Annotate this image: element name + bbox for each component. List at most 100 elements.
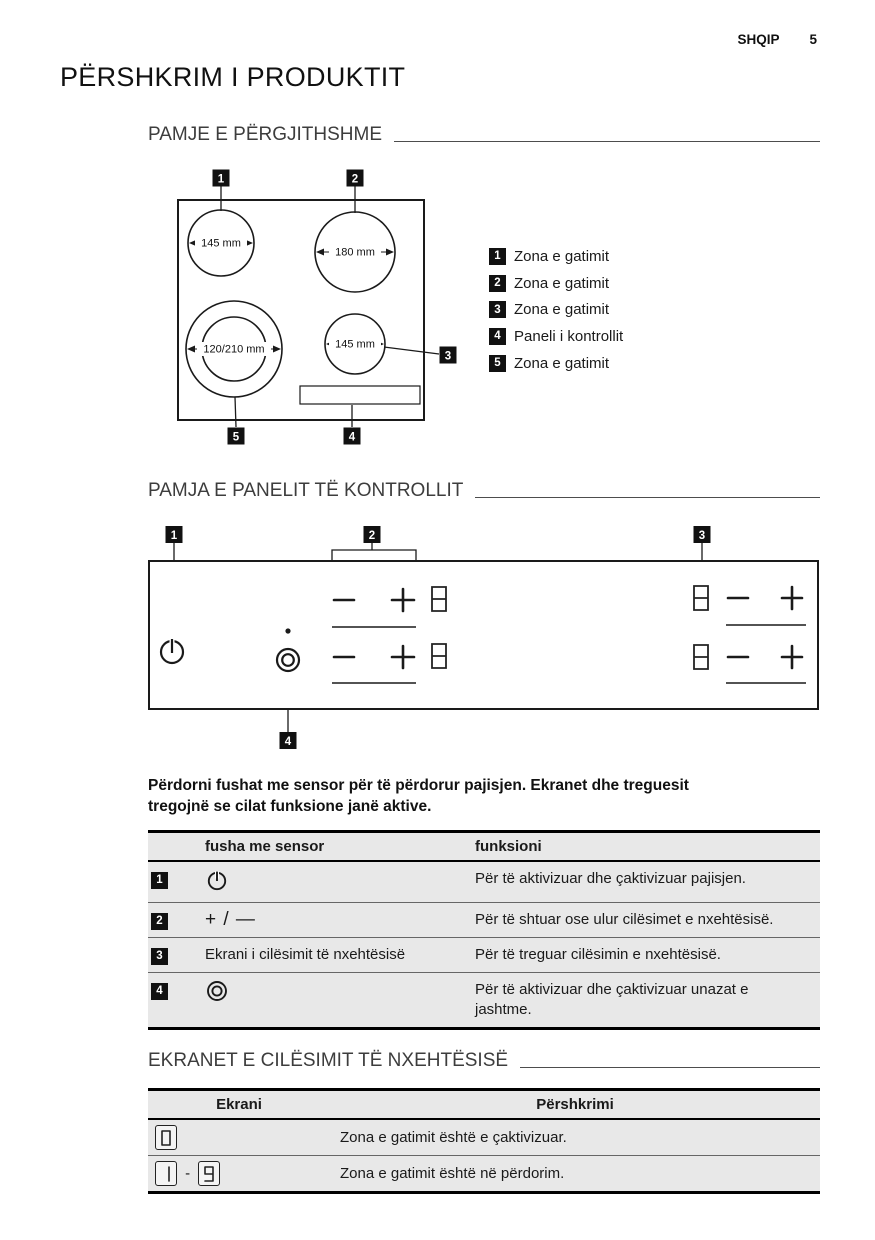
seven-seg-display [431,586,447,612]
dim-label: 145 mm [335,339,375,351]
svg-text:2: 2 [369,530,375,542]
callout-4: 4 [343,405,361,445]
callout-3: 3 [383,346,457,364]
overview-legend: 1 Zona e gatimit 2 Zona e gatimit 3 Zona… [489,243,623,376]
panel-callout-3: 3 [693,526,711,561]
sensor-table: fusha me sensor funksioni 1 Për të aktiv… [148,830,820,1030]
heading-rule [394,141,820,142]
plus-button[interactable] [780,585,804,611]
svg-text:4: 4 [285,736,292,748]
page-header: SHQIP 5 [737,32,817,47]
section-title: PAMJA E PANELIT TË KONTROLLIT [148,480,464,501]
legend-item-5: 5 Zona e gatimit [489,350,623,377]
legend-label: Paneli i kontrollit [514,327,624,345]
seven-seg-display-0 [155,1125,177,1150]
range-separator: - [185,1165,191,1182]
legend-label: Zona e gatimit [514,354,610,372]
plus-button[interactable] [780,644,804,670]
display-description: Zona e gatimit është në përdorim. [330,1155,820,1193]
legend-label: Zona e gatimit [514,274,610,292]
legend-label: Zona e gatimit [514,247,610,265]
legend-badge: 4 [489,327,506,345]
row-badge: 1 [151,871,168,889]
intro-paragraph: Përdorni fushat me sensor për të përdoru… [148,777,689,815]
language-label: SHQIP [737,32,780,47]
legend-badge: 1 [489,247,506,265]
seven-seg-display [431,643,447,669]
display-table-header-row: Ekrani Përshkrimi [148,1089,820,1120]
display-table: Ekrani Përshkrimi Zona e gatimit është e… [148,1088,820,1194]
panel-outline [148,560,819,710]
legend-badge: 2 [489,274,506,292]
section-title: EKRANET E CILËSIMIT TË NXEHTËSISË [148,1050,509,1071]
seven-seg-display-1 [155,1161,177,1186]
panel-callout-1: 1 [165,526,183,561]
dim-top-left: 145 mm [189,236,253,250]
svg-text:3: 3 [445,351,451,363]
seven-seg-display [693,644,709,670]
display-description: Zona e gatimit është e çaktivizuar. [330,1119,820,1156]
svg-text:4: 4 [349,432,356,444]
section-title: PAMJE E PËRGJITHSHME [148,124,383,145]
function-text: Për të aktivizuar dhe çaktivizuar pajisj… [475,861,820,903]
seven-seg-display-9 [198,1161,221,1186]
legend-item-4: 4 Paneli i kontrollit [489,323,623,350]
empty-header-cell [148,831,205,862]
indicator-dot [285,628,291,634]
zone-bottom-left-outer [185,300,283,398]
dim-bottom-left: 120/210 mm [187,342,281,356]
panel-callout-4: 4 [279,710,297,749]
heading-rule [475,497,820,498]
sensor-row-3: 3 Ekrani i cilësimit të nxehtësisë Për t… [148,937,820,973]
svg-text:3: 3 [699,530,705,542]
heading-rule [520,1067,820,1068]
legend-item-3: 3 Zona e gatimit [489,296,623,323]
dim-label: 145 mm [201,238,241,250]
plus-button[interactable] [390,644,416,670]
dim-label: 120/210 mm [203,344,264,356]
col-header-function: funksioni [475,831,820,862]
sensor-row-1: 1 Për të aktivizuar dhe çaktivizuar paji… [148,861,820,903]
function-text: Për të aktivizuar dhe çaktivizuar unazat… [475,972,820,1029]
page-number: 5 [809,32,817,47]
section-panel-heading: PAMJA E PANELIT TË KONTROLLIT [148,480,820,502]
plus-minus-label: + / — [205,909,256,930]
legend-item-2: 2 Zona e gatimit [489,270,623,297]
function-text: Për të treguar cilësimin e nxehtësisë. [475,937,820,973]
sensor-row-4: 4 Për të aktivizuar dhe çaktivizuar unaz… [148,972,820,1029]
function-text: Për të shtuar ose ulur cilësimet e nxeht… [475,902,820,938]
col-header-display: Ekrani [148,1089,330,1120]
power-icon[interactable] [159,638,185,665]
page-title: PËRSHKRIM I PRODUKTIT [60,62,406,92]
seven-seg-display [693,585,709,611]
dim-label: 180 mm [335,247,375,259]
display-row-2: - Zona e gatimit është në përdorim. [148,1155,820,1193]
section-overview-heading: PAMJE E PËRGJITHSHME [148,124,820,146]
sensor-label: Ekrani i cilësimit të nxehtësisë [205,946,406,963]
legend-item-1: 1 Zona e gatimit [489,243,623,270]
zone-bottom-right [324,313,386,375]
display-row-1: Zona e gatimit është e çaktivizuar. [148,1119,820,1156]
sensor-table-header-row: fusha me sensor funksioni [148,831,820,862]
callout-5: 5 [227,396,245,445]
sensor-row-2: 2 + / — Për të shtuar ose ulur cilësimet… [148,902,820,938]
outer-ring-icon [207,981,227,1001]
callout-2: 2 [346,169,364,213]
cooktop-diagram: 145 mm 180 mm 120/210 mm 145 mm 1 2 [177,169,457,445]
plus-button[interactable] [390,587,416,613]
power-icon [207,871,227,891]
panel-callout-2: 2 [331,526,417,561]
col-header-sensor: fusha me sensor [205,831,475,862]
svg-text:1: 1 [171,530,178,542]
row-badge: 2 [151,912,168,930]
row-badge: 3 [151,947,168,965]
section-displays-heading: EKRANET E CILËSIMIT TË NXEHTËSISË [148,1050,820,1072]
outer-ring-icon[interactable] [275,647,301,673]
legend-badge: 3 [489,301,506,319]
dim-bottom-right: 145 mm [326,337,384,351]
col-header-description: Përshkrimi [330,1089,820,1120]
control-panel-strip [299,385,421,405]
row-badge: 4 [151,982,168,1000]
callout-1: 1 [212,169,230,211]
